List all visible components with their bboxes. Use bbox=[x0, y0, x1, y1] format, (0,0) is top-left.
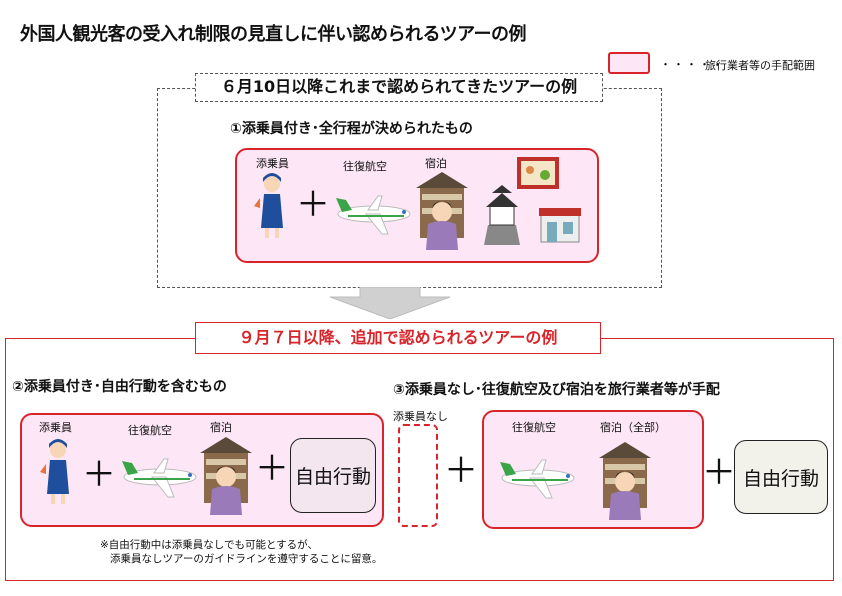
free-activity-box: 自由行動 bbox=[290, 438, 376, 513]
attendant-icon bbox=[254, 173, 283, 238]
example2-subtitle: ②添乗員付き･自由行動を含むもの bbox=[12, 379, 227, 395]
example3-box bbox=[482, 410, 704, 529]
flight-label: 往復航空 bbox=[343, 160, 387, 173]
note-line1: ※自由行動中は添乗員なしでも可能とするが、 bbox=[100, 539, 318, 551]
plus-icon: ＋ bbox=[82, 455, 116, 495]
attendant-icon bbox=[40, 439, 69, 504]
airplane-icon bbox=[335, 195, 411, 235]
lodging-label: 宿泊 bbox=[210, 421, 232, 434]
no-attendant-label: 添乗員なし bbox=[393, 410, 448, 423]
restaurant-icon bbox=[539, 208, 581, 243]
castle-icon bbox=[484, 185, 520, 245]
example1-subtitle: ①添乗員付き･全行程が決められたもの bbox=[230, 121, 473, 137]
attendant-label: 添乗員 bbox=[256, 157, 289, 170]
section1-header: ６月10日以降これまで認められてきたツアーの例 bbox=[195, 73, 603, 102]
ryokan-icon bbox=[599, 442, 651, 520]
no-attendant-placeholder bbox=[398, 424, 438, 527]
section2-header: ９月７日以降、追加で認められるツアーの例 bbox=[195, 322, 601, 354]
lodging-label: 宿泊（全部） bbox=[600, 421, 666, 434]
ryokan-icon bbox=[200, 437, 252, 515]
ryokan-icon bbox=[416, 172, 468, 250]
plus-icon: ＋ bbox=[444, 451, 478, 491]
flight-label: 往復航空 bbox=[512, 421, 556, 434]
lodging-label: 宿泊 bbox=[425, 157, 447, 170]
plus-icon: ＋ bbox=[296, 185, 330, 225]
flight-label: 往復航空 bbox=[128, 424, 172, 437]
plus-icon: ＋ bbox=[255, 449, 289, 489]
bento-icon bbox=[517, 157, 559, 189]
airplane-icon bbox=[121, 458, 197, 498]
note-line2: 添乗員なしツアーのガイドラインを遵守することに留意。 bbox=[110, 553, 383, 565]
legend-swatch bbox=[608, 52, 650, 74]
down-arrow-icon bbox=[329, 287, 451, 319]
attendant-label: 添乗員 bbox=[39, 421, 72, 434]
legend-label: 旅行業者等の手配範囲 bbox=[705, 59, 815, 72]
page-title: 外国人観光客の受入れ制限の見直しに伴い認められるツアーの例 bbox=[20, 24, 527, 45]
airplane-icon bbox=[499, 459, 575, 499]
example3-subtitle: ③添乗員なし･往復航空及び宿泊を旅行業者等が手配 bbox=[393, 382, 720, 398]
free-activity-box: 自由行動 bbox=[734, 440, 828, 514]
legend-dots: ・・・・・ bbox=[660, 58, 725, 71]
plus-icon: ＋ bbox=[702, 453, 736, 493]
